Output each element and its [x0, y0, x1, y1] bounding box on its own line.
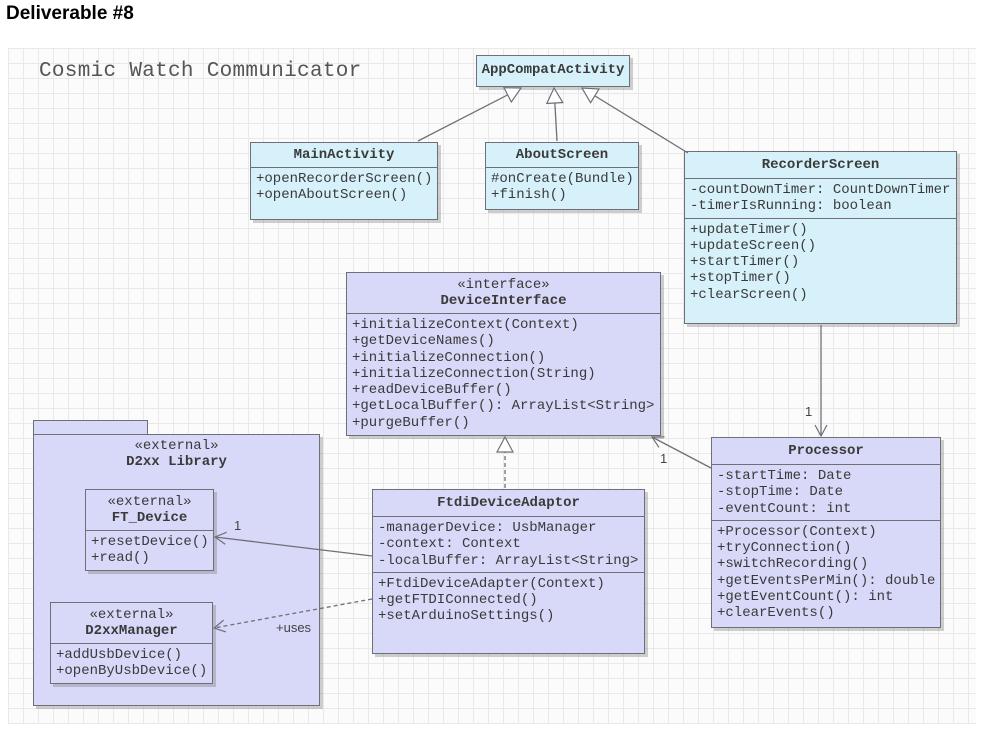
class-methods: +Processor(Context) +tryConnection() +sw… — [712, 519, 940, 625]
class-name: D2xxManager — [85, 623, 178, 639]
class-stereotype: «external» — [89, 607, 174, 623]
interface-deviceinterface[interactable]: «interface» DeviceInterface +initializeC… — [346, 272, 661, 436]
class-methods: +resetDevice() +read() — [91, 534, 209, 567]
class-ft-device[interactable]: «external» FT_Device +resetDevice() +rea… — [85, 489, 214, 571]
class-processor[interactable]: Processor -startTime: Date -stopTime: Da… — [711, 437, 941, 628]
class-name: AboutScreen — [486, 143, 638, 168]
class-methods: +addUsbDevice() +openByUsbDevice() — [56, 647, 208, 680]
class-header: «interface» DeviceInterface — [347, 273, 660, 314]
deliverable-heading: Deliverable #8 — [6, 3, 134, 24]
class-header: «external» FT_Device — [86, 490, 213, 531]
multiplicity-recorder-processor: 1 — [805, 404, 813, 419]
package-name: D2xx Library — [126, 454, 227, 470]
class-name: Processor — [712, 438, 940, 465]
class-stereotype: «interface» — [457, 277, 550, 293]
class-mainactivity[interactable]: MainActivity +openRecorderScreen() +open… — [250, 142, 438, 220]
class-methods: +FtdiDeviceAdapter(Context) +getFTDIConn… — [373, 571, 644, 628]
edge-aboutscreen-appcompat — [545, 86, 564, 142]
class-stereotype: «external» — [107, 494, 192, 510]
class-name: FT_Device — [111, 510, 188, 526]
class-methods: +initializeContext(Context) +getDeviceNa… — [352, 317, 655, 431]
class-methods: +openRecorderScreen() +openAboutScreen() — [256, 171, 433, 204]
package-tab — [33, 420, 148, 435]
class-ftdideviceadaptor[interactable]: FtdiDeviceAdaptor -managerDevice: UsbMan… — [372, 489, 645, 654]
multiplicity-processor-interface: 1 — [660, 451, 668, 466]
class-name: AppCompatActivity — [481, 62, 625, 78]
class-name: FtdiDeviceAdaptor — [373, 490, 644, 517]
package-stereotype: «external» — [134, 438, 219, 454]
class-name: DeviceInterface — [440, 293, 567, 309]
package-header: «external» D2xx Library — [33, 438, 320, 470]
class-appcompatactivity[interactable]: AppCompatActivity — [476, 55, 630, 87]
class-name: RecorderScreen — [685, 152, 956, 179]
class-methods: +updateTimer() +updateScreen() +startTim… — [685, 217, 956, 306]
class-fields: -startTime: Date -stopTime: Date -eventC… — [717, 468, 852, 517]
class-d2xxmanager[interactable]: «external» D2xxManager +addUsbDevice() +… — [50, 602, 213, 684]
multiplicity-ftdi-ftdevice: 1 — [234, 518, 242, 533]
class-aboutscreen[interactable]: AboutScreen #onCreate(Bundle) +finish() — [485, 142, 639, 210]
class-fields: -countDownTimer: CountDownTimer -timerIs… — [690, 182, 951, 215]
edge-processor-interface — [650, 436, 712, 469]
uses-label: +uses — [276, 620, 312, 635]
class-methods: #onCreate(Bundle) +finish() — [491, 171, 634, 204]
class-recorderscreen[interactable]: RecorderScreen -countDownTimer: CountDow… — [684, 151, 957, 324]
class-name: MainActivity — [251, 143, 437, 168]
class-header: «external» D2xxManager — [51, 603, 212, 644]
edge-ftdi-ftdevice — [213, 531, 373, 557]
edge-ftdi-uses-d2xxmanager — [212, 598, 373, 633]
class-fields: -managerDevice: UsbManager -context: Con… — [378, 520, 639, 569]
edge-mainactivity-appcompat — [417, 87, 523, 142]
diagram-title: Cosmic Watch Communicator — [39, 60, 362, 83]
edge-recorderscreen-appcompat — [580, 87, 689, 154]
